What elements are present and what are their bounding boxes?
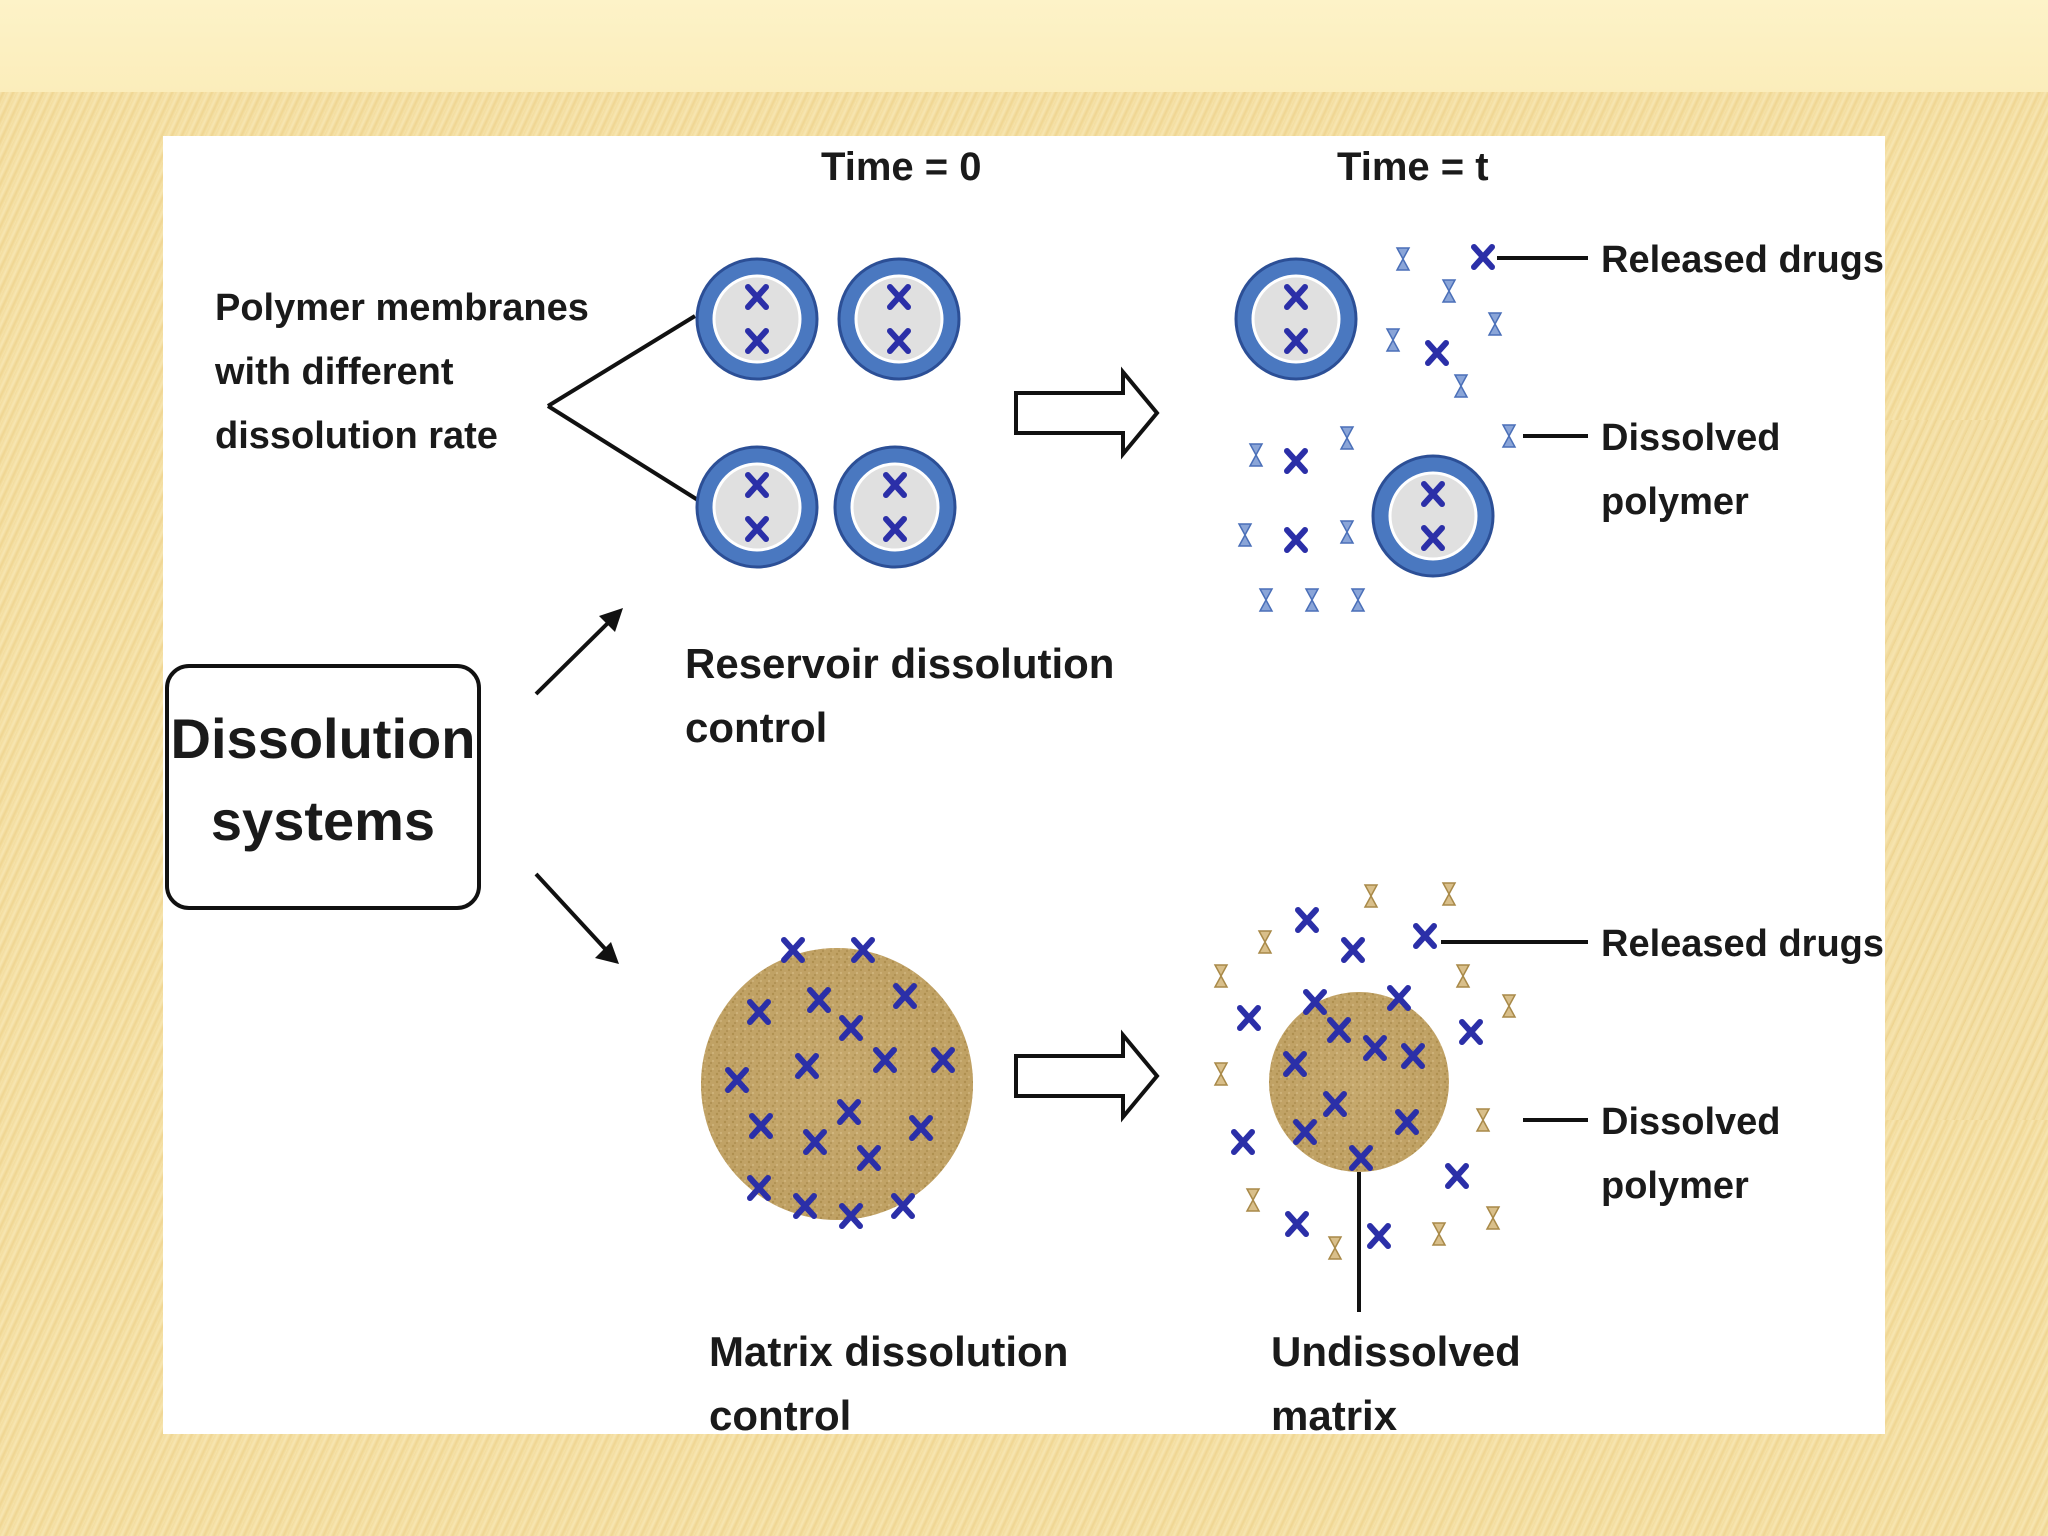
diagram-panel: Time = 0 Time = t Polymer membranes with… — [163, 136, 1885, 1434]
released-drug-icon — [1344, 940, 1362, 960]
dissolved-polymer-icon — [1258, 930, 1272, 954]
dissolved-polymer-icon — [1454, 374, 1468, 398]
dissolved-polymer-icon — [1328, 1236, 1342, 1260]
dissolved-polymer-icon — [1214, 1062, 1228, 1086]
dissolution-systems-title-line1: Dissolution — [171, 707, 476, 770]
reservoir-capsule — [837, 257, 961, 381]
dissolved-polymer-icon — [1432, 1222, 1446, 1246]
reservoir-label-line2: control — [685, 704, 827, 751]
dissolved-polymer-label-top-line1: Dissolved — [1601, 417, 1781, 459]
reservoir-label-line1: Reservoir dissolution — [685, 640, 1114, 687]
dissolved-polymer-icon — [1238, 523, 1252, 547]
dissolved-polymer-icon — [1305, 588, 1319, 612]
dissolved-polymer-icon — [1502, 424, 1516, 448]
matrix-time-t — [1214, 882, 1516, 1260]
dissolved-polymer-icon — [1442, 279, 1456, 303]
matrix-label-line2: control — [709, 1392, 851, 1434]
dissolved-polymer-icon — [1486, 1206, 1500, 1230]
dissolution-systems-box — [165, 664, 481, 910]
dissolved-polymer-icon — [1476, 1108, 1490, 1132]
dissolved-polymer-icon — [1442, 882, 1456, 906]
released-drug-icon — [1240, 1008, 1258, 1028]
dissolved-polymer-icon — [1364, 884, 1378, 908]
dissolved-polymer-icon — [1386, 328, 1400, 352]
reservoir-capsule — [695, 257, 819, 381]
released-drug-icon — [1428, 343, 1446, 363]
reservoir-capsule — [695, 445, 819, 569]
dissolved-polymer-label-bottom-line1: Dissolved — [1601, 1101, 1781, 1143]
dissolution-systems-diagram: Time = 0 Time = t Polymer membranes with… — [165, 145, 1884, 1434]
dissolved-polymer-label-bottom-line2: polymer — [1601, 1165, 1749, 1207]
released-drug-icon — [1288, 1214, 1306, 1234]
released-drug-icon — [1298, 910, 1316, 930]
reservoir-capsule — [833, 445, 957, 569]
dissolved-polymer-icon — [1396, 247, 1410, 271]
dissolved-polymer-icon — [1340, 426, 1354, 450]
membranes-label-line2: with different — [214, 351, 454, 393]
matrix-label-line1: Matrix dissolution — [709, 1328, 1068, 1375]
dissolved-polymer-icon — [1488, 312, 1502, 336]
membrane-pointer-lines — [546, 314, 703, 504]
dissolved-polymer-icon — [1214, 964, 1228, 988]
released-drug-icon — [1287, 451, 1305, 471]
released-drugs-label-bottom: Released drugs — [1601, 923, 1884, 965]
dissolved-polymer-icon — [1249, 443, 1263, 467]
slide-right-decoration — [1884, 420, 2048, 1120]
reservoir-time-t — [1234, 247, 1516, 612]
undissolved-label-line1: Undissolved — [1271, 1328, 1521, 1375]
dissolved-polymer-icon — [1340, 520, 1354, 544]
released-drug-icon — [1474, 247, 1492, 267]
matrix-time-0 — [701, 940, 973, 1226]
released-drug-icon — [1370, 1226, 1388, 1246]
reservoir-capsule-intact — [1371, 454, 1495, 578]
reservoir-capsule-intact — [1234, 257, 1358, 381]
membranes-label-line3: dissolution rate — [215, 415, 498, 457]
membranes-label-line1: Polymer membranes — [215, 287, 589, 329]
released-drug-icon — [1287, 530, 1305, 550]
dissolved-polymer-label-top-line2: polymer — [1601, 481, 1749, 523]
dissolved-polymer-icon — [1259, 588, 1273, 612]
dissolution-systems-title-line2: systems — [211, 789, 435, 852]
branch-arrow-up — [534, 608, 623, 696]
released-drug-icon — [1416, 926, 1434, 946]
dissolved-polymer-icon — [1351, 588, 1365, 612]
dissolved-polymer-icon — [1456, 964, 1470, 988]
dissolved-polymer-icon — [1502, 994, 1516, 1018]
released-drug-icon — [1462, 1022, 1480, 1042]
branch-arrow-down — [534, 872, 619, 964]
slide-header-band — [0, 0, 2048, 92]
undissolved-label-line2: matrix — [1271, 1392, 1398, 1434]
process-arrow-bottom — [1014, 1029, 1160, 1123]
time-zero-label: Time = 0 — [821, 145, 981, 189]
process-arrow-top — [1014, 366, 1160, 460]
released-drug-icon — [1234, 1132, 1252, 1152]
released-drug-icon — [1448, 1166, 1466, 1186]
reservoir-capsules-t0 — [695, 257, 961, 569]
dissolved-polymer-icon — [1246, 1188, 1260, 1212]
time-t-label: Time = t — [1337, 145, 1489, 189]
released-drugs-label-top: Released drugs — [1601, 239, 1884, 281]
